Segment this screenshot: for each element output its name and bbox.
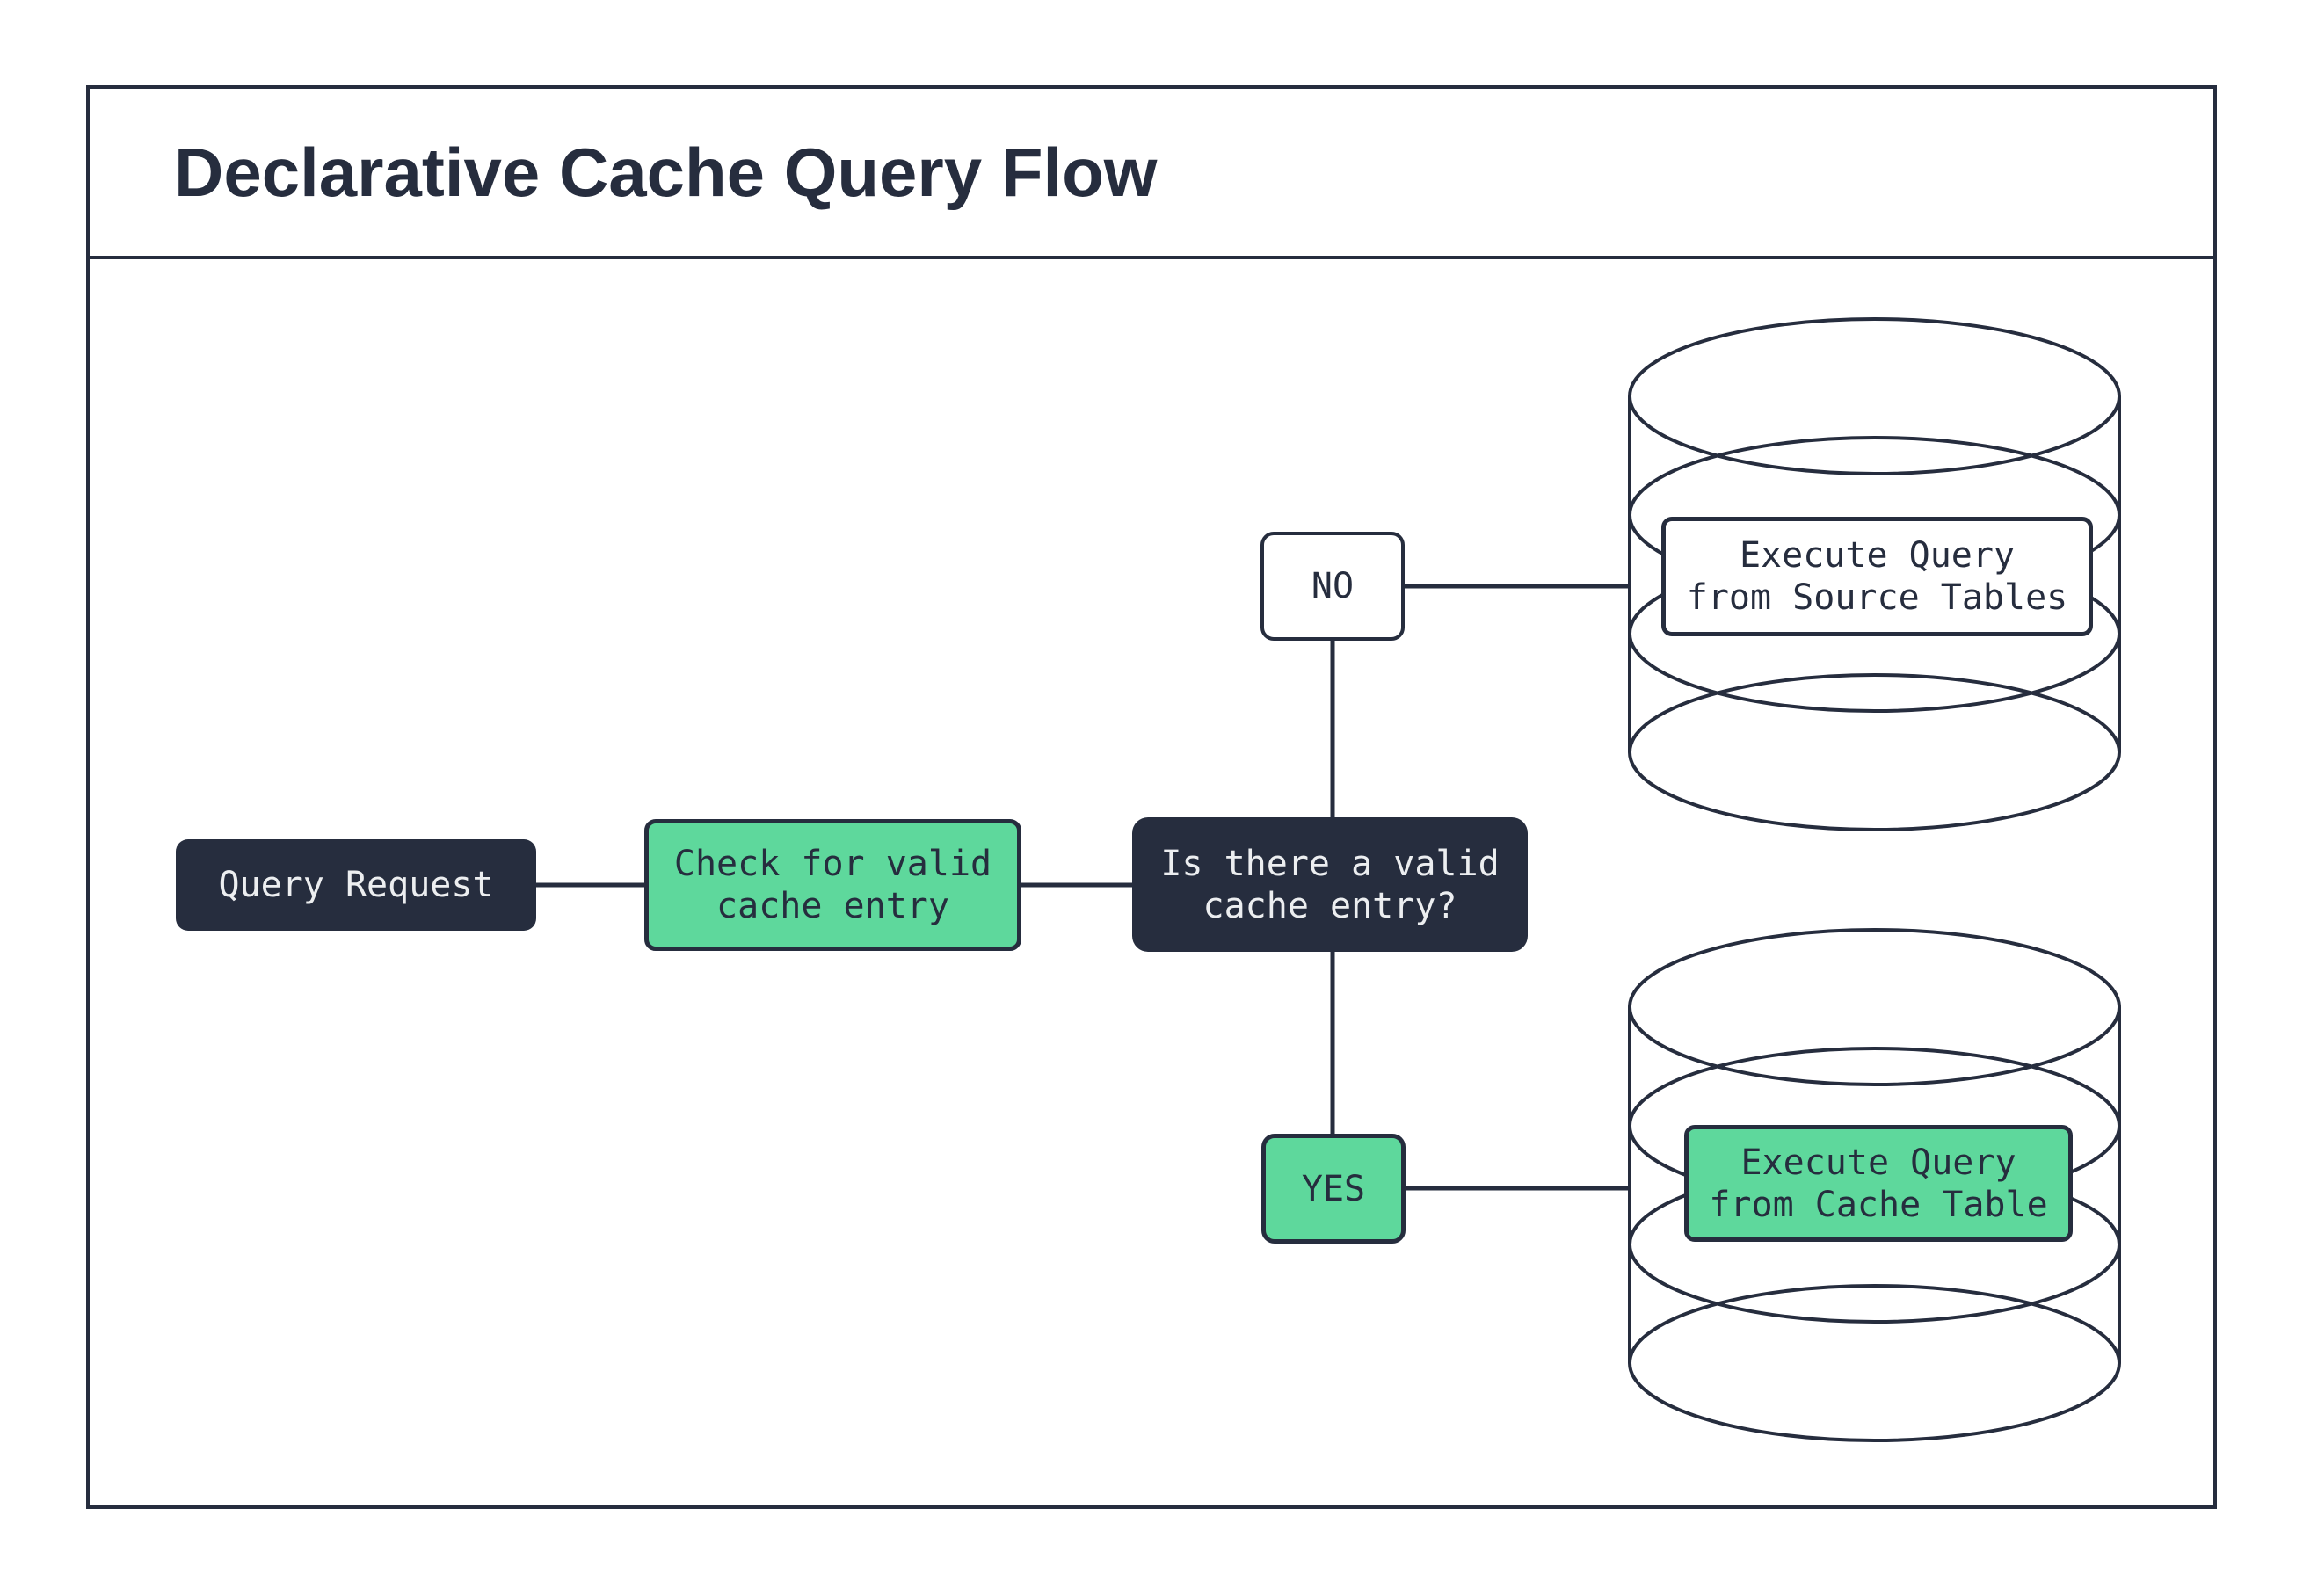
node-query-request-label: Query Request xyxy=(218,865,494,905)
node-check-cache-line2: cache entry xyxy=(716,886,949,926)
node-execute-source-line1: Execute Query xyxy=(1739,535,2016,576)
node-execute-cache: Execute Query from Cache Table xyxy=(1684,1125,2073,1242)
title-bar: Declarative Cache Query Flow xyxy=(90,89,2213,259)
node-execute-source-line2: from Source Tables xyxy=(1686,577,2068,618)
node-execute-source: Execute Query from Source Tables xyxy=(1661,517,2093,636)
branch-label-no: NO xyxy=(1260,532,1405,641)
node-decision-valid-cache: Is there a valid cache entry? xyxy=(1132,817,1528,952)
node-query-request: Query Request xyxy=(176,839,536,931)
node-decision-line1: Is there a valid xyxy=(1160,843,1500,884)
page-title: Declarative Cache Query Flow xyxy=(174,133,1158,211)
node-decision-line2: cache entry? xyxy=(1202,885,1457,926)
node-check-cache: Check for valid cache entry xyxy=(644,819,1021,951)
outer-frame: Declarative Cache Query Flow xyxy=(86,85,2217,1509)
branch-label-yes-text: YES xyxy=(1301,1168,1366,1209)
branch-label-yes: YES xyxy=(1261,1134,1406,1244)
node-check-cache-line1: Check for valid xyxy=(673,844,992,884)
node-execute-cache-line1: Execute Query xyxy=(1740,1142,2016,1183)
node-execute-cache-line2: from Cache Table xyxy=(1709,1184,2048,1225)
branch-label-no-text: NO xyxy=(1311,566,1355,606)
connector-lines xyxy=(536,584,1631,1191)
database-cylinder-source-icon xyxy=(1628,317,2121,831)
database-cylinder-cache-icon xyxy=(1628,928,2121,1442)
